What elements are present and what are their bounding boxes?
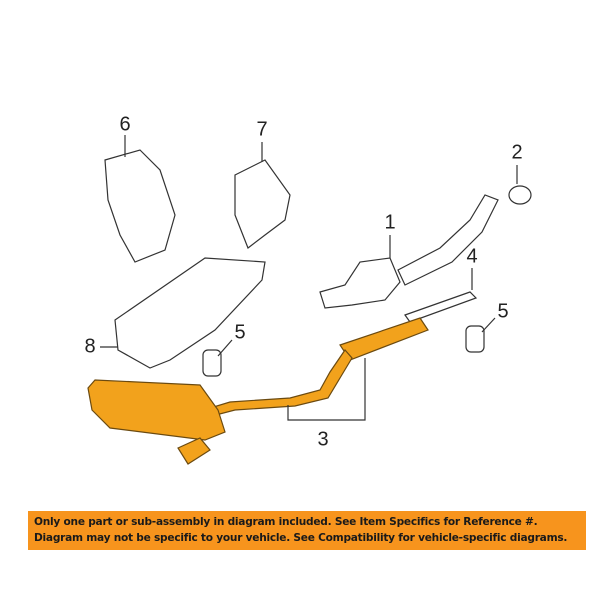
catalytic-converter-1 (319, 257, 401, 309)
heat-shield-6 (104, 149, 176, 263)
insulator-5-right (465, 325, 485, 353)
disclaimer-banner: Only one part or sub-assembly in diagram… (28, 511, 586, 550)
callout-5-left: 5 (234, 321, 246, 344)
insulator-2 (508, 185, 532, 205)
front-pipe (397, 194, 499, 286)
callout-7: 7 (256, 118, 268, 141)
callout-5-right: 5 (497, 300, 509, 323)
pipe-4 (404, 291, 478, 323)
disclaimer-line-2: Diagram may not be specific to your vehi… (34, 532, 568, 544)
muffler (87, 379, 226, 441)
tip (177, 437, 211, 465)
callout-6: 6 (119, 113, 131, 136)
leader-lines (100, 135, 518, 421)
resonator (339, 317, 429, 361)
callout-1: 1 (384, 211, 396, 234)
callout-8: 8 (84, 335, 96, 358)
callout-3: 3 (317, 428, 329, 451)
muffler-assembly-3 (87, 317, 429, 465)
insulator-5-left (202, 349, 222, 377)
callout-2: 2 (511, 141, 523, 164)
heat-shield-8 (114, 257, 266, 369)
heat-shield-7 (234, 159, 291, 249)
tailpipe (209, 349, 353, 417)
disclaimer-line-1: Only one part or sub-assembly in diagram… (34, 516, 538, 528)
callout-4: 4 (466, 245, 478, 268)
